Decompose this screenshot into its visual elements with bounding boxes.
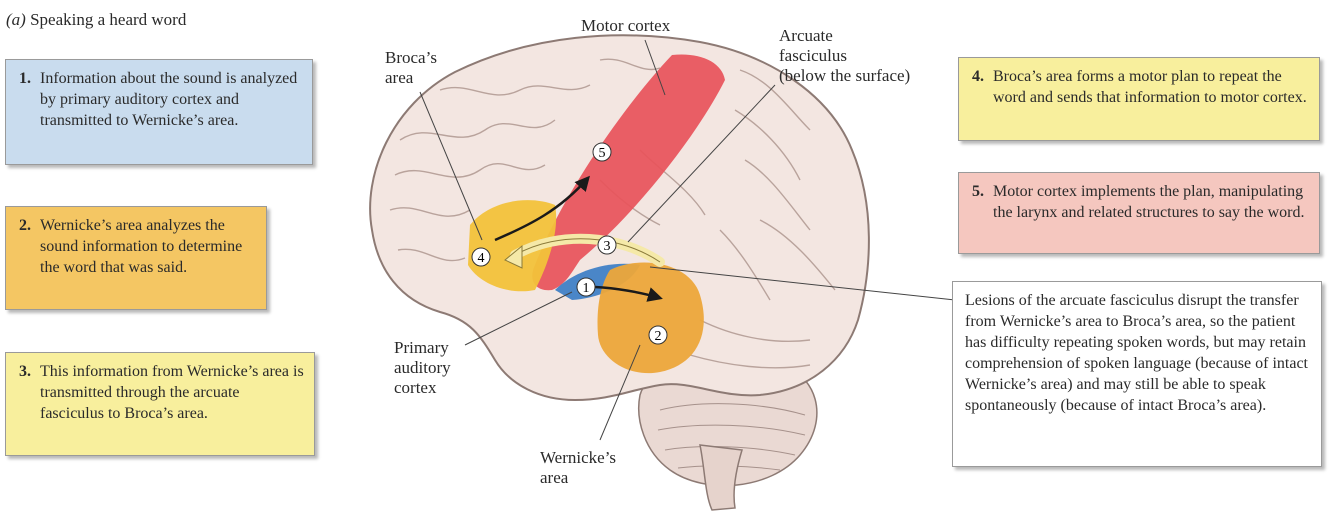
lesion-note-text: Lesions of the arcuate fasciculus disrup…: [965, 292, 1308, 414]
step-number-4: 4.: [972, 68, 984, 85]
label-arcuate-line1: Arcuate: [779, 26, 833, 45]
arrow-auditory-to-wernicke: [594, 285, 663, 302]
label-arcuate-line3: (below the surface): [779, 66, 911, 85]
leader-lesion: [649, 266, 956, 301]
leader-motor: [644, 39, 666, 96]
label-broca-line2: area: [385, 68, 414, 87]
arcuate-arrowhead: [504, 244, 523, 269]
step-box-4: 4. Broca’s area forms a motor plan to re…: [958, 57, 1320, 141]
leader-wernicke: [599, 344, 641, 441]
step-number-5: 5.: [972, 183, 984, 200]
leader-primary: [464, 291, 573, 346]
step-text-2: Wernicke’s area analyzes the sound infor…: [40, 217, 243, 276]
svg-text:3: 3: [604, 239, 611, 254]
label-broca: Broca’s area: [385, 48, 437, 88]
label-primary-line3: cortex: [394, 378, 437, 397]
label-broca-line1: Broca’s: [385, 48, 437, 67]
label-wernicke-line1: Wernicke’s: [540, 448, 617, 467]
svg-text:2: 2: [655, 329, 662, 344]
lesion-note-box: Lesions of the arcuate fasciculus disrup…: [952, 281, 1322, 467]
svg-text:4: 4: [478, 251, 485, 266]
step-text-4: Broca’s area forms a motor plan to repea…: [993, 68, 1307, 106]
step-box-2: 2. Wernicke’s area analyzes the sound in…: [5, 206, 267, 310]
step-box-3: 3. This information from Wernicke’s area…: [5, 352, 315, 456]
step-text-3: This information from Wernicke’s area is…: [40, 363, 304, 422]
marker-2: 2: [648, 325, 668, 345]
label-wernicke: Wernicke’s area: [540, 448, 616, 488]
leader-broca: [419, 91, 483, 241]
marker-5: 5: [592, 142, 612, 162]
label-primary-auditory: Primary auditory cortex: [394, 338, 451, 398]
step-text-5: Motor cortex implements the plan, manipu…: [993, 183, 1305, 221]
step-text-1: Information about the sound is analyzed …: [40, 70, 298, 129]
label-arcuate: Arcuate fasciculus (below the surface): [779, 26, 910, 86]
figure-label: (a) Speaking a heard word: [6, 10, 186, 30]
step-box-5: 5. Motor cortex implements the plan, man…: [958, 172, 1320, 254]
marker-3: 3: [597, 235, 617, 255]
svg-text:1: 1: [583, 281, 590, 296]
step-box-1: 1. Information about the sound is analyz…: [5, 59, 313, 165]
marker-4: 4: [471, 247, 491, 267]
brainstem: [699, 444, 743, 511]
arrow-broca-to-motor: [494, 175, 590, 242]
wernicke-region: [597, 262, 704, 374]
label-wernicke-line2: area: [540, 468, 569, 487]
step-number-1: 1.: [19, 70, 31, 87]
label-primary-line2: auditory: [394, 358, 451, 377]
figure-letter: (a): [6, 10, 26, 29]
label-motor-cortex: Motor cortex: [581, 16, 671, 35]
step-number-2: 2.: [19, 217, 31, 234]
svg-text:5: 5: [599, 146, 606, 161]
leader-arcuate: [627, 84, 776, 243]
label-arcuate-line2: fasciculus: [779, 46, 847, 65]
label-primary-line1: Primary: [394, 338, 449, 357]
figure-title: Speaking a heard word: [30, 10, 187, 29]
broca-region: [468, 200, 557, 292]
step-number-3: 3.: [19, 363, 31, 380]
motor-cortex-region: [532, 54, 725, 291]
marker-1: 1: [576, 277, 596, 297]
